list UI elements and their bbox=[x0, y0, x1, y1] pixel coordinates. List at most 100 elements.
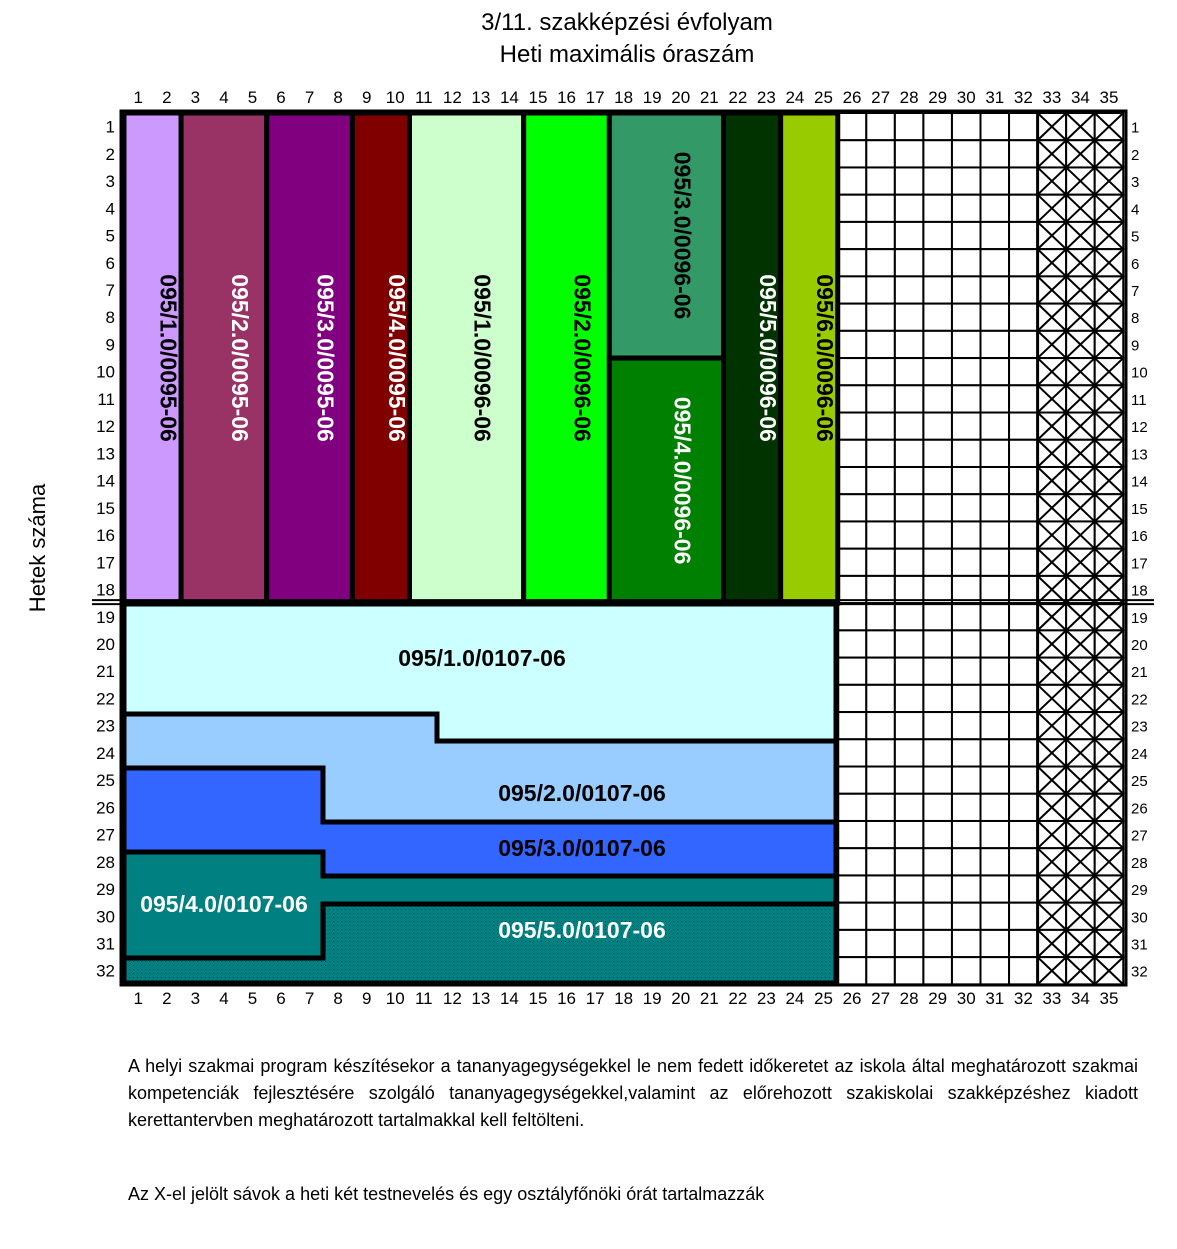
empty-cell bbox=[950, 765, 982, 795]
empty-cell bbox=[865, 901, 896, 931]
cross-mark bbox=[1094, 874, 1124, 904]
cross-mark bbox=[1036, 684, 1067, 713]
y-tick-left: 21 bbox=[96, 662, 115, 681]
empty-cell bbox=[865, 765, 896, 795]
empty-cell bbox=[836, 765, 868, 795]
cross-mark bbox=[1094, 221, 1124, 250]
x-tick-top: 7 bbox=[305, 88, 314, 107]
cross-mark bbox=[1036, 330, 1067, 359]
cross-mark bbox=[1036, 956, 1067, 986]
empty-cell bbox=[979, 738, 1011, 768]
empty-cell bbox=[922, 248, 953, 278]
cross-mark bbox=[1065, 711, 1096, 741]
empty-cell bbox=[922, 711, 953, 741]
cross-mark bbox=[1094, 711, 1124, 741]
empty-cell bbox=[979, 329, 1011, 360]
empty-cell bbox=[1008, 520, 1039, 550]
x-tick-top: 26 bbox=[843, 88, 862, 107]
y-tick-right: 13 bbox=[1131, 446, 1148, 463]
label-095-5.0-0096-06: 095/5.0/0096-06 bbox=[755, 274, 781, 442]
cross-mark bbox=[1065, 166, 1096, 196]
empty-cell bbox=[950, 656, 982, 686]
x-tick-bottom: 3 bbox=[191, 989, 200, 1008]
x-tick-top: 8 bbox=[333, 88, 342, 107]
x-tick-bottom: 29 bbox=[928, 989, 947, 1008]
cross-mark bbox=[1065, 302, 1096, 332]
empty-cell bbox=[865, 329, 896, 360]
empty-cell bbox=[922, 275, 953, 305]
y-tick-left: 31 bbox=[96, 935, 115, 954]
empty-cell bbox=[1008, 547, 1039, 577]
empty-cell bbox=[836, 112, 868, 142]
empty-cell bbox=[922, 819, 953, 850]
empty-cell bbox=[950, 956, 982, 986]
y-tick-right: 23 bbox=[1131, 719, 1148, 736]
y-tick-right: 4 bbox=[1131, 201, 1139, 218]
y-tick-right: 9 bbox=[1131, 337, 1139, 354]
empty-cell bbox=[893, 112, 925, 142]
empty-cell bbox=[922, 465, 953, 496]
label-095-4.0-0096-06: 095/4.0/0096-06 bbox=[669, 397, 695, 565]
empty-cell bbox=[893, 956, 925, 986]
x-tick-bottom: 15 bbox=[529, 989, 548, 1008]
x-tick-bottom: 22 bbox=[728, 989, 747, 1008]
empty-cell bbox=[893, 465, 925, 496]
empty-cell bbox=[922, 683, 953, 714]
empty-cell bbox=[922, 220, 953, 251]
cross-mark bbox=[1036, 520, 1067, 550]
cross-mark bbox=[1094, 139, 1124, 169]
cross-mark bbox=[1065, 493, 1096, 523]
y-tick-right: 15 bbox=[1131, 501, 1148, 518]
empty-cell bbox=[1008, 819, 1039, 850]
empty-cell bbox=[836, 574, 868, 605]
y-tick-left: 17 bbox=[96, 553, 115, 572]
cross-mark bbox=[1065, 847, 1096, 877]
empty-cell bbox=[836, 792, 868, 822]
cross-mark bbox=[1036, 547, 1067, 577]
empty-cell bbox=[865, 683, 896, 714]
empty-cell bbox=[893, 547, 925, 577]
empty-cell bbox=[865, 438, 896, 468]
x-tick-top: 32 bbox=[1014, 88, 1033, 107]
empty-cell bbox=[836, 928, 868, 959]
empty-cell bbox=[922, 411, 953, 441]
empty-cell bbox=[893, 411, 925, 441]
empty-cell bbox=[865, 874, 896, 904]
cross-mark bbox=[1094, 929, 1124, 958]
empty-cell bbox=[893, 765, 925, 795]
empty-cell bbox=[865, 629, 896, 659]
y-tick-right: 8 bbox=[1131, 310, 1139, 327]
x-tick-top: 31 bbox=[985, 88, 1004, 107]
x-tick-top: 11 bbox=[415, 88, 433, 107]
empty-cell bbox=[836, 629, 868, 659]
y-tick-left: 32 bbox=[96, 962, 115, 981]
y-tick-left: 27 bbox=[96, 826, 115, 845]
empty-cell bbox=[922, 792, 953, 822]
cross-mark bbox=[1094, 629, 1124, 659]
x-tick-bottom: 26 bbox=[843, 989, 862, 1008]
x-tick-bottom: 21 bbox=[700, 989, 719, 1008]
empty-cell bbox=[979, 765, 1011, 795]
cross-mark bbox=[1065, 874, 1096, 904]
empty-cell bbox=[950, 302, 982, 332]
cross-mark bbox=[1036, 765, 1067, 795]
y-tick-left: 24 bbox=[96, 744, 115, 763]
x-tick-bottom: 7 bbox=[305, 989, 314, 1008]
cross-mark bbox=[1065, 466, 1096, 495]
empty-cell bbox=[922, 602, 953, 632]
empty-cell bbox=[893, 656, 925, 686]
cross-mark bbox=[1036, 166, 1067, 196]
empty-cell bbox=[979, 656, 1011, 686]
x-tick-bottom: 31 bbox=[985, 989, 1004, 1008]
cross-mark bbox=[1094, 330, 1124, 359]
cross-mark bbox=[1094, 466, 1124, 495]
y-tick-left: 7 bbox=[106, 281, 115, 300]
y-tick-right: 25 bbox=[1131, 773, 1148, 790]
empty-cell bbox=[979, 847, 1011, 877]
x-tick-bottom: 4 bbox=[219, 989, 228, 1008]
cross-mark bbox=[1065, 520, 1096, 550]
x-tick-bottom: 11 bbox=[415, 989, 433, 1008]
x-tick-top: 13 bbox=[471, 88, 490, 107]
empty-cell bbox=[865, 956, 896, 986]
